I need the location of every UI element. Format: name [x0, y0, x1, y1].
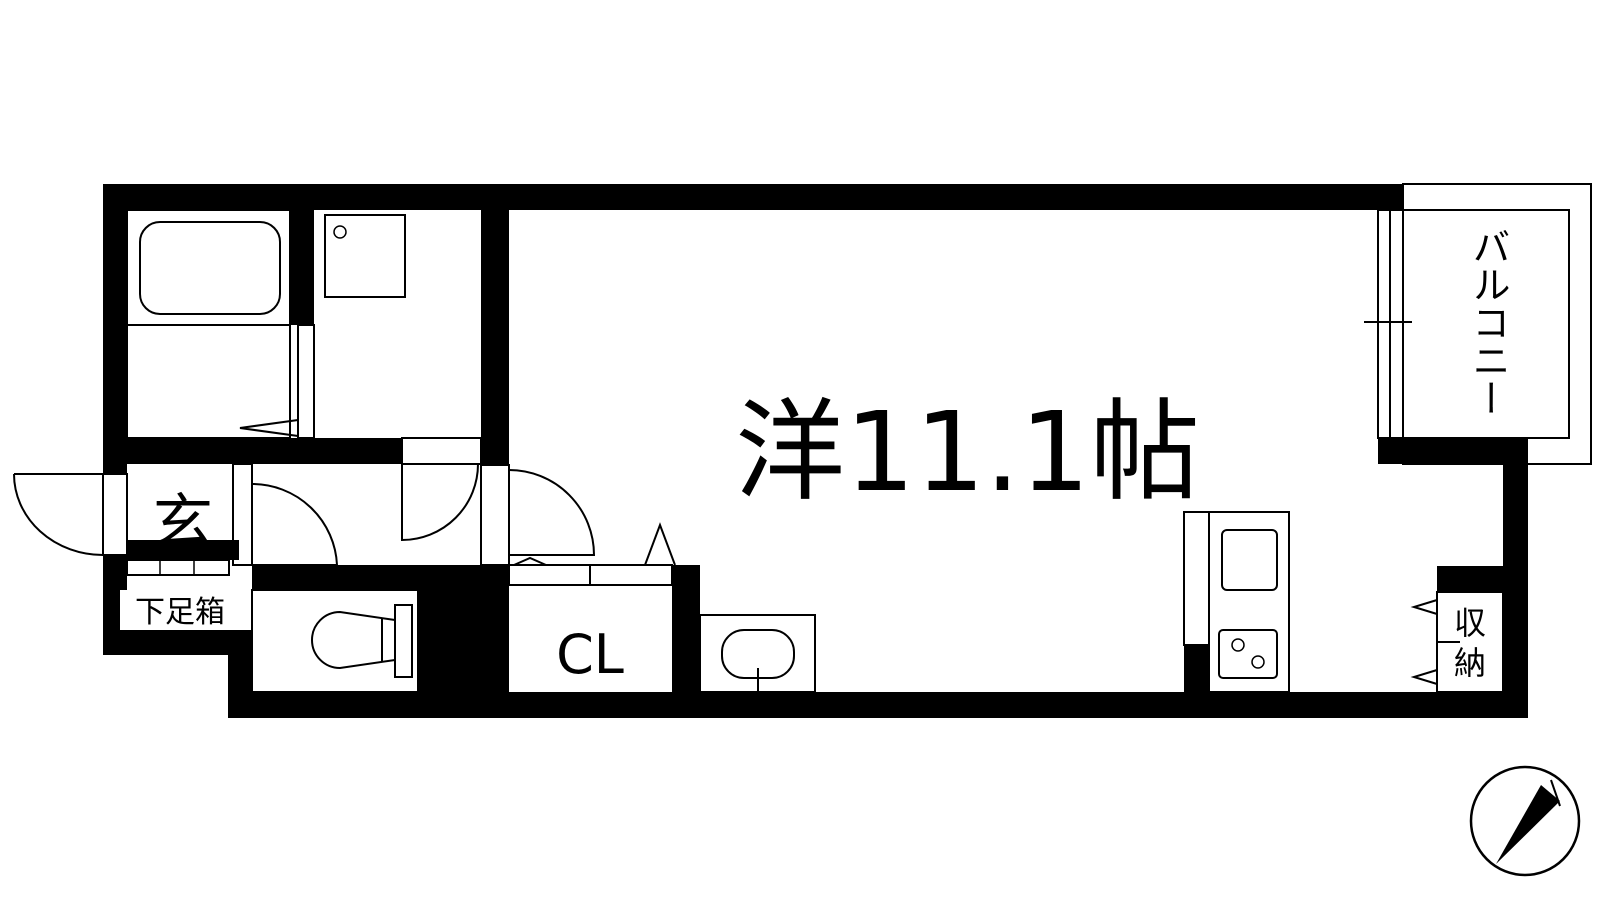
balcony-window [1364, 209, 1412, 439]
storage-label-1: 収 [1454, 604, 1486, 642]
storage-label-2: 納 [1454, 644, 1486, 682]
washer-pan-icon [324, 214, 406, 298]
walls [103, 184, 1528, 718]
entrance-label: 玄 [153, 488, 213, 558]
shoe-box [120, 559, 240, 630]
closet-label: CL [556, 623, 624, 686]
entrance-door [13, 473, 128, 556]
room-door [480, 464, 596, 566]
sink-icon [699, 614, 816, 693]
compass-icon [1469, 765, 1581, 877]
shoe-box-label: 下足箱 [135, 595, 225, 630]
main-room-label: 洋11.1帖 [735, 388, 1200, 516]
bath-door [239, 324, 315, 439]
toilet-icon [251, 589, 419, 693]
closet [508, 522, 676, 586]
kitchen-sink-icon [1221, 529, 1278, 591]
kitchen [1183, 511, 1290, 693]
laundry-door [401, 437, 482, 542]
stove-icon [1218, 629, 1278, 679]
bathtub-icon [126, 209, 291, 439]
storage [1410, 591, 1504, 693]
balcony: バルコニー [1402, 183, 1592, 465]
balcony-label: バルコニー [1466, 227, 1510, 417]
toilet-door [232, 463, 339, 566]
